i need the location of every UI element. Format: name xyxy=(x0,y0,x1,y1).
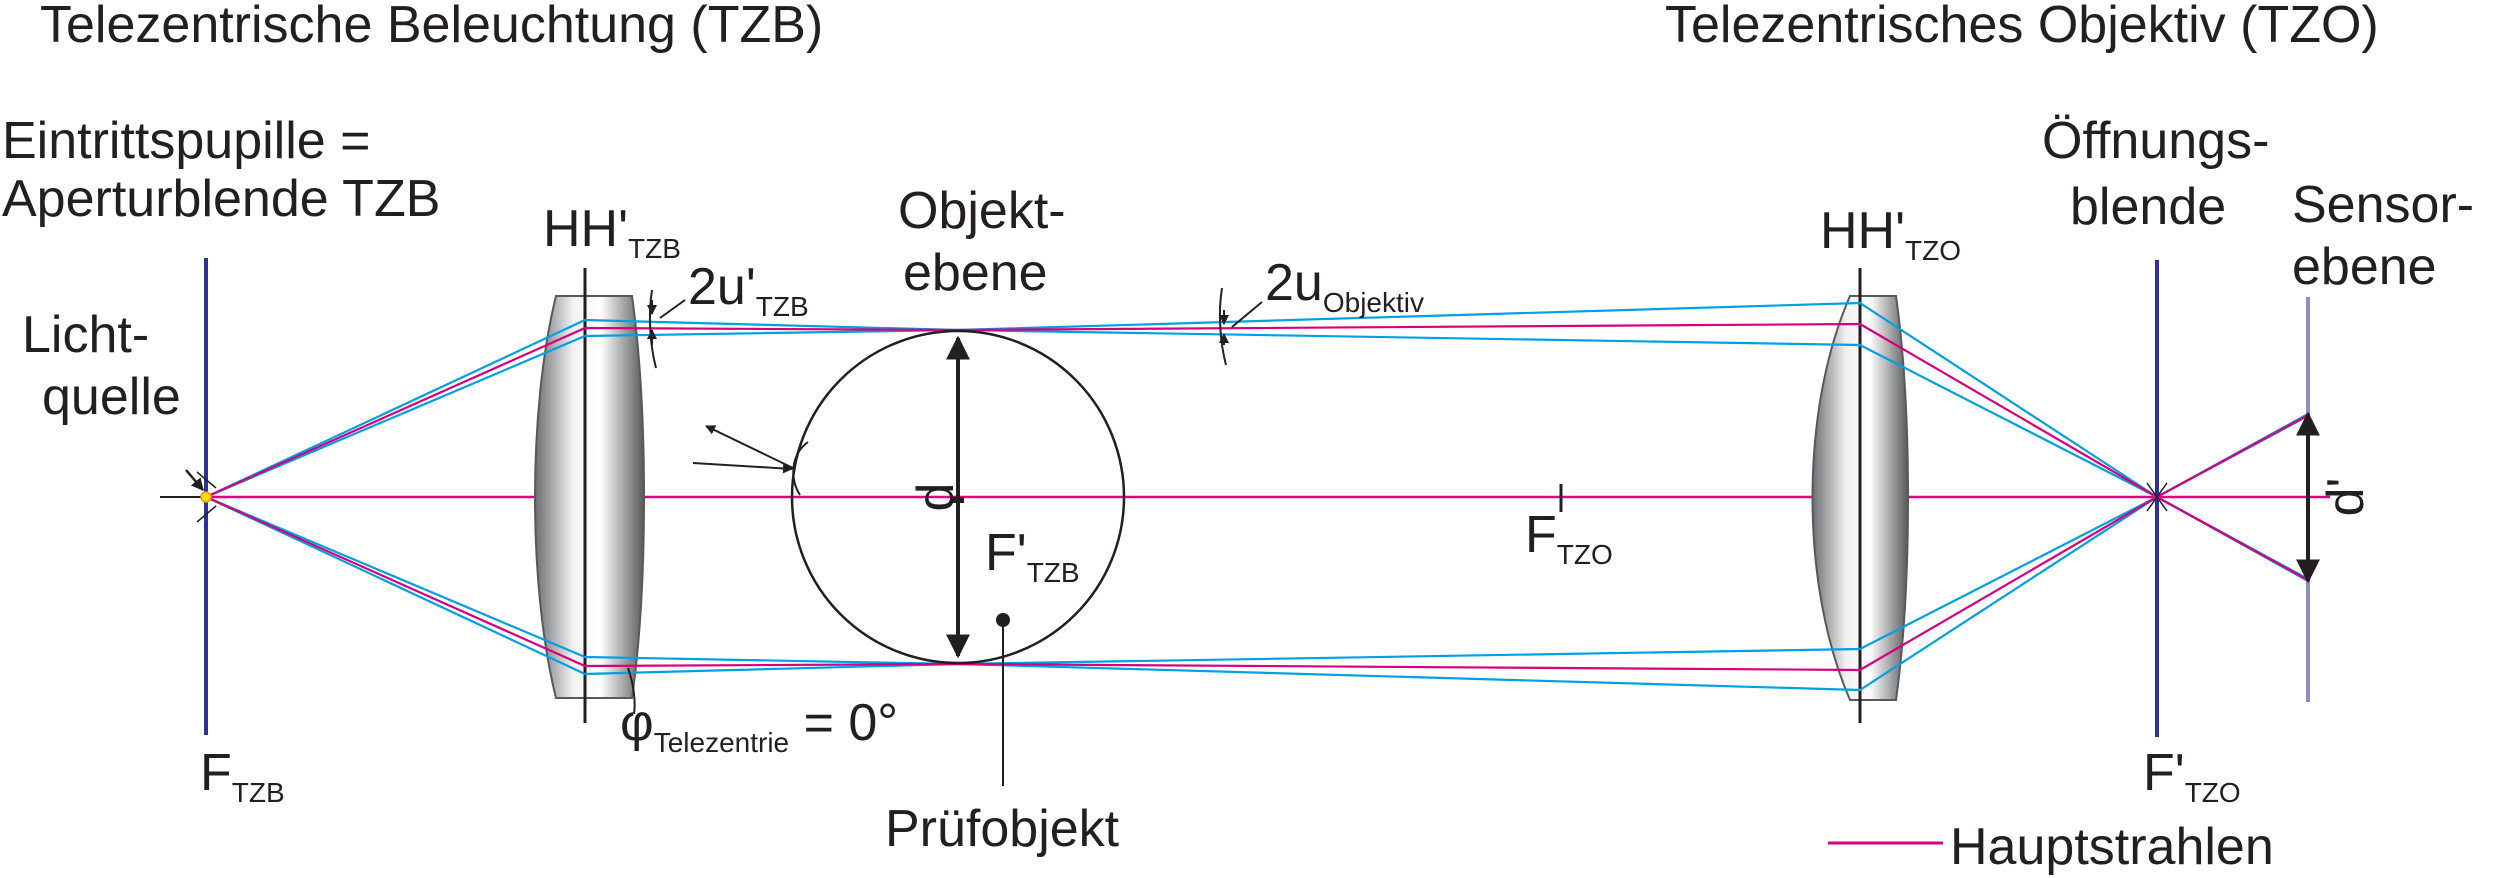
entrance-pupil-label-2: Aperturblende TZB xyxy=(2,170,440,228)
reflected-arrow xyxy=(705,425,796,470)
focal-point-tzb-label: FTZB xyxy=(200,744,285,808)
object-height-label: d xyxy=(907,483,965,512)
stop-label-1: Öffnungs- xyxy=(2042,112,2269,170)
phi-leader xyxy=(627,667,636,715)
source-tick-bottom xyxy=(196,505,217,523)
focal-point-tzb-image-label: F'TZB xyxy=(985,524,1080,588)
object-plane-label-1: Objekt- xyxy=(898,182,1066,240)
incident-arrow xyxy=(692,462,793,474)
light-source-label-1: Licht- xyxy=(22,306,149,364)
chief-ray-bottom xyxy=(205,495,2309,672)
focal-point-tzo-label: FTZO xyxy=(1525,506,1613,570)
source-tick-top xyxy=(196,471,217,489)
title-telecentric-illumination: Telezentrische Beleuchtung (TZB) xyxy=(40,0,823,54)
lens-tzb xyxy=(534,295,645,699)
principal-planes-tzo-label: HH'TZO xyxy=(1820,202,1961,266)
angle-arc-objective xyxy=(1218,287,1227,366)
legend-chief-ray-label: Hauptstrahlen xyxy=(1950,818,2274,876)
light-source-pointer xyxy=(185,469,204,491)
angle-leader-tzb xyxy=(659,299,686,319)
sensor-plane-label-1: Sensor- xyxy=(2292,176,2474,234)
test-object-label: Prüfobjekt xyxy=(885,800,1120,858)
image-height-label: d' xyxy=(2317,478,2375,517)
sensor-plane-label-2: ebene xyxy=(2292,238,2437,296)
telecentric-angle-label: φTelezentrie = 0° xyxy=(620,694,898,758)
title-telecentric-objective: Telezentrisches Objektiv (TZO) xyxy=(1665,0,2379,54)
aperture-angle-objective-label: 2uObjektiv xyxy=(1265,254,1424,318)
surface-normal-arc xyxy=(792,441,809,496)
chief-ray-top xyxy=(205,322,2309,499)
light-source-label-2: quelle xyxy=(42,368,181,426)
object-plane-label-2: ebene xyxy=(903,244,1048,302)
aperture-angle-tzb-label: 2u'TZB xyxy=(688,258,809,322)
light-source-dot xyxy=(200,491,212,503)
test-object-circle xyxy=(790,329,1126,665)
stop-tick-b xyxy=(2146,482,2168,512)
entrance-pupil-label-1: Eintrittspupille = xyxy=(2,112,371,170)
principal-planes-tzb-label: HH'TZB xyxy=(543,200,681,264)
angle-leader-objective xyxy=(1231,301,1263,328)
stop-label-2: blende xyxy=(2070,178,2226,236)
focal-point-tzo-image-label: F'TZO xyxy=(2143,744,2241,808)
